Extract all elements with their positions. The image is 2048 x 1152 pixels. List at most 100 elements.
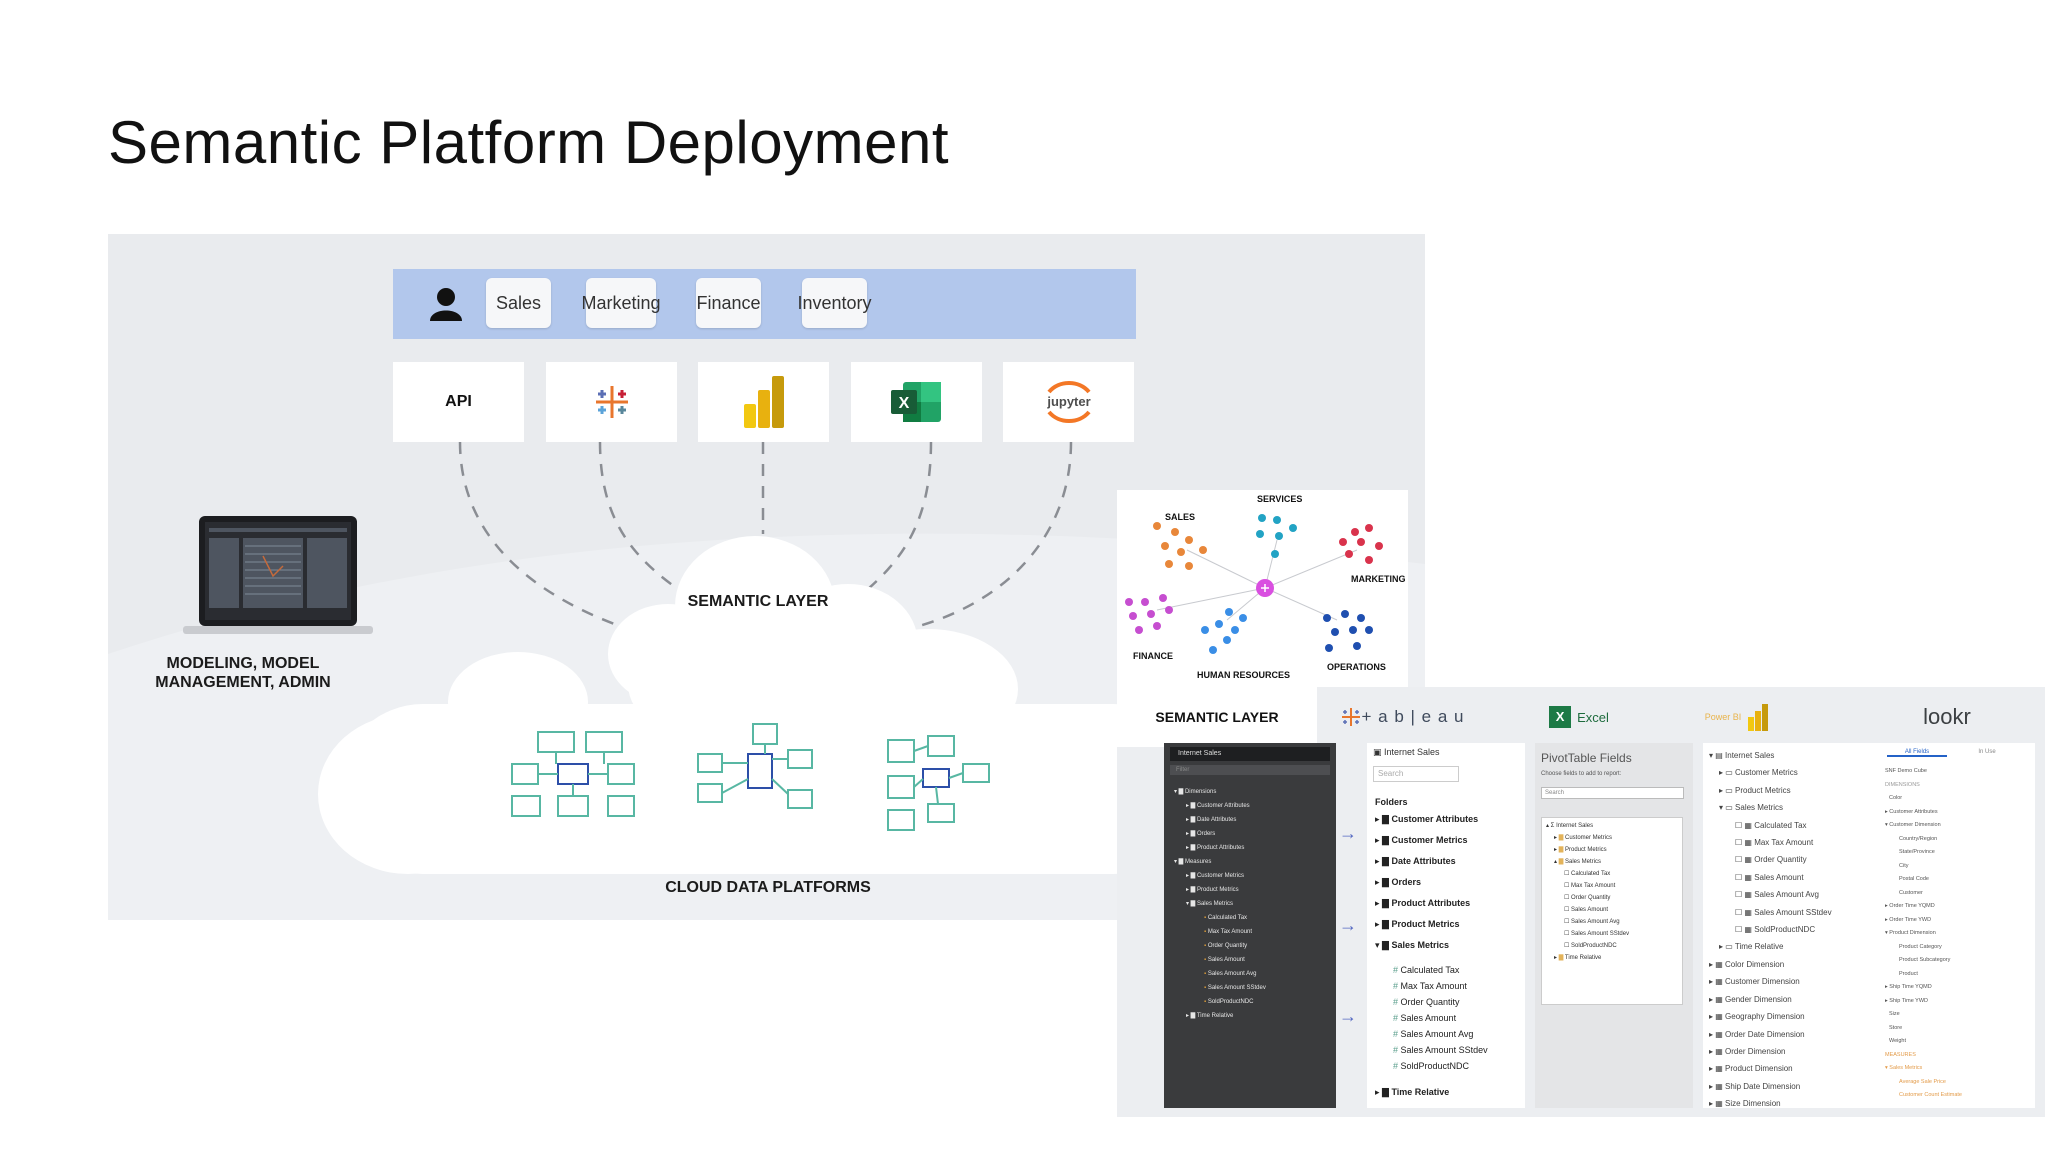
looker-tab-all-fields[interactable]: All Fields (1887, 749, 1947, 757)
tree-item[interactable]: ☐ SoldProductNDC (1564, 943, 1617, 949)
powerbi-icon (1748, 704, 1769, 731)
tree-item[interactable]: ▾ ▇ Sales Metrics (1186, 901, 1233, 907)
tree-item[interactable]: ▸ ▇ Customer Metrics (1186, 873, 1244, 879)
tree-item[interactable]: Store (1889, 1024, 1903, 1031)
tree-item[interactable]: ☐ Max Tax Amount (1564, 883, 1616, 889)
tree-item[interactable]: ▸ ▇ Customer Metrics (1375, 835, 1468, 845)
tree-item[interactable]: ▸ ▦ Size Dimension (1709, 1099, 1781, 1109)
tree-item[interactable]: ▾ ▭ Sales Metrics (1719, 803, 1784, 813)
tree-item[interactable]: Product Category (1899, 943, 1942, 950)
tree-item[interactable]: ▸ Customer Attributes (1885, 808, 1938, 815)
tree-item[interactable]: ▸ ▇ Orders (1186, 831, 1216, 837)
tree-item[interactable]: ▴ Σ Internet Sales (1546, 823, 1594, 829)
tree-item[interactable]: # Max Tax Amount (1393, 981, 1467, 991)
semantic-model-select[interactable]: Internet Sales (1170, 747, 1330, 761)
excel-search-input[interactable]: Search (1541, 787, 1684, 799)
tree-item[interactable]: ▾ Product Dimension (1885, 930, 1936, 936)
tree-item[interactable]: ▾ Sales Metrics (1885, 1065, 1923, 1071)
tree-item[interactable]: ▸ ▇ Time Relative (1375, 1087, 1450, 1097)
tree-item[interactable]: ▸ ▇ Time Relative (1554, 955, 1602, 961)
tree-item[interactable]: ▸ ▇ Orders (1375, 877, 1421, 887)
tree-item[interactable]: ☐ ▦ SoldProductNDC (1735, 925, 1816, 935)
tree-item[interactable]: # Calculated Tax (1393, 965, 1460, 975)
tree-item[interactable]: # Order Quantity (1393, 997, 1460, 1007)
tree-item[interactable]: ▸ ▇ Customer Metrics (1554, 835, 1612, 841)
tree-item[interactable]: ▸ ▇ Product Attributes (1186, 845, 1245, 851)
tree-item[interactable]: ▸ ▦ Ship Date Dimension (1709, 1081, 1801, 1091)
tree-item[interactable]: ▪ Sales Amount (1204, 957, 1245, 963)
tree-item[interactable]: ▸ ▇ Customer Attributes (1375, 814, 1479, 824)
tree-item[interactable]: ▸ ▇ Customer Attributes (1186, 803, 1250, 809)
tree-item[interactable]: ▸ Order Time YWD (1885, 916, 1932, 923)
tree-item[interactable]: Size (1889, 1011, 1900, 1017)
tree-item[interactable]: ▾ ▇ Sales Metrics (1375, 940, 1449, 950)
tree-item[interactable]: ▾ ▇ Dimensions (1174, 789, 1217, 795)
tree-item[interactable]: ▾ Customer Dimension (1885, 822, 1941, 828)
tree-item[interactable]: ☐ Sales Amount Avg (1564, 919, 1620, 925)
looker-tab-in-use[interactable]: In Use (1978, 749, 1996, 755)
tree-item[interactable]: ▪ Max Tax Amount (1204, 929, 1253, 935)
api-card: API (393, 362, 524, 442)
tree-item[interactable]: ▸ ▇ Product Metrics (1554, 847, 1607, 853)
powerbi-tree: ▾ ▤ Internet Sales ▸ ▭ Customer Metrics … (1709, 747, 1832, 1113)
tree-item[interactable]: ▸ Ship Time YQMD (1885, 984, 1932, 990)
tree-item[interactable]: ▾ ▇ Measures (1174, 859, 1212, 865)
tree-item[interactable]: ▴ ▇ Sales Metrics (1554, 859, 1601, 865)
tree-item[interactable]: ▸ ▭ Time Relative (1719, 942, 1784, 952)
tree-item[interactable]: ▸ ▇ Product Metrics (1186, 887, 1239, 893)
semantic-filter-input[interactable]: Filter (1170, 765, 1330, 775)
tree-item[interactable]: ▸ ▦ Order Dimension (1709, 1046, 1786, 1056)
tree-item[interactable]: Average Sale Price (1899, 1078, 1946, 1085)
tree-item[interactable]: ▸ ▇ Time Relative (1186, 1013, 1234, 1019)
tree-item[interactable]: ▸ ▦ Order Date Dimension (1709, 1029, 1805, 1039)
tree-item[interactable]: ▪ Calculated Tax (1204, 915, 1248, 921)
tree-item[interactable]: ▪ Sales Amount Avg (1204, 971, 1257, 977)
tree-item[interactable]: ▸ ▦ Geography Dimension (1709, 1012, 1805, 1022)
tree-item[interactable]: ☐ Sales Amount SStdev (1564, 931, 1630, 937)
tree-item[interactable]: ▸ ▇ Date Attributes (1186, 817, 1237, 823)
tree-item[interactable]: ☐ Calculated Tax (1564, 871, 1611, 877)
tree-item[interactable]: ☐ ▦ Sales Amount (1735, 872, 1804, 882)
tree-item[interactable]: ☐ ▦ Calculated Tax (1735, 820, 1807, 830)
tree-item[interactable]: ▸ ▇ Product Attributes (1375, 898, 1471, 908)
tree-item[interactable]: # SoldProductNDC (1393, 1061, 1470, 1071)
tree-item[interactable]: ▸ ▭ Product Metrics (1719, 785, 1791, 795)
tree-item[interactable]: Product Subcategory (1899, 957, 1951, 963)
tree-item[interactable]: Customer Count Estimate (1899, 1092, 1962, 1098)
tree-item[interactable]: SNF Demo Cube (1885, 768, 1927, 774)
tree-item[interactable]: ▸ ▭ Customer Metrics (1719, 768, 1798, 778)
tree-item[interactable]: ▸ ▇ Product Metrics (1375, 919, 1460, 929)
tree-item[interactable]: Customer (1899, 889, 1923, 896)
tree-item[interactable]: City (1899, 862, 1909, 869)
tree-item[interactable]: ☐ Sales Amount (1564, 907, 1609, 913)
tree-item[interactable]: ☐ ▦ Max Tax Amount (1735, 838, 1814, 848)
tree-item[interactable]: Country/Region (1899, 835, 1938, 842)
tree-item[interactable]: ▪ SoldProductNDC (1204, 999, 1254, 1005)
tree-item[interactable]: ▸ Order Time YQMD (1885, 903, 1935, 909)
tableau-search-input[interactable]: Search (1373, 766, 1459, 782)
network-label-services: SERVICES (1257, 494, 1303, 504)
tree-item[interactable]: ☐ ▦ Order Quantity (1735, 855, 1807, 865)
tree-item[interactable]: Weight (1889, 1038, 1907, 1044)
tree-item[interactable]: ▸ ▦ Gender Dimension (1709, 994, 1792, 1004)
tree-item[interactable]: ▸ ▇ Date Attributes (1375, 856, 1456, 866)
persona-finance: Finance (696, 278, 761, 328)
tree-item[interactable]: Product (1899, 970, 1918, 977)
tree-item[interactable]: ▸ ▦ Customer Dimension (1709, 977, 1800, 987)
tableau-source[interactable]: ▣ Internet Sales (1373, 747, 1440, 757)
tree-item[interactable]: ▾ ▤ Internet Sales (1709, 751, 1775, 760)
tree-item[interactable]: Postal Code (1899, 876, 1929, 882)
tree-item[interactable]: ☐ ▦ Sales Amount SStdev (1735, 907, 1832, 917)
tree-item[interactable]: ▸ Ship Time YWD (1885, 997, 1929, 1004)
tree-item[interactable]: State/Province (1899, 849, 1935, 855)
tree-item[interactable]: # Sales Amount Avg (1393, 1029, 1474, 1039)
tree-item[interactable]: ▸ ▦ Color Dimension (1709, 959, 1785, 969)
tree-item[interactable]: # Sales Amount (1393, 1013, 1457, 1023)
tree-item[interactable]: Color (1889, 795, 1903, 801)
tree-item[interactable]: # Sales Amount SStdev (1393, 1045, 1488, 1055)
tree-item[interactable]: ▪ Order Quantity (1204, 943, 1248, 949)
tree-item[interactable]: ☐ ▦ Sales Amount Avg (1735, 890, 1819, 900)
tree-item[interactable]: ☐ Order Quantity (1564, 895, 1611, 901)
tree-item[interactable]: ▸ ▦ Product Dimension (1709, 1064, 1793, 1074)
tree-item[interactable]: ▪ Sales Amount SStdev (1204, 985, 1266, 991)
